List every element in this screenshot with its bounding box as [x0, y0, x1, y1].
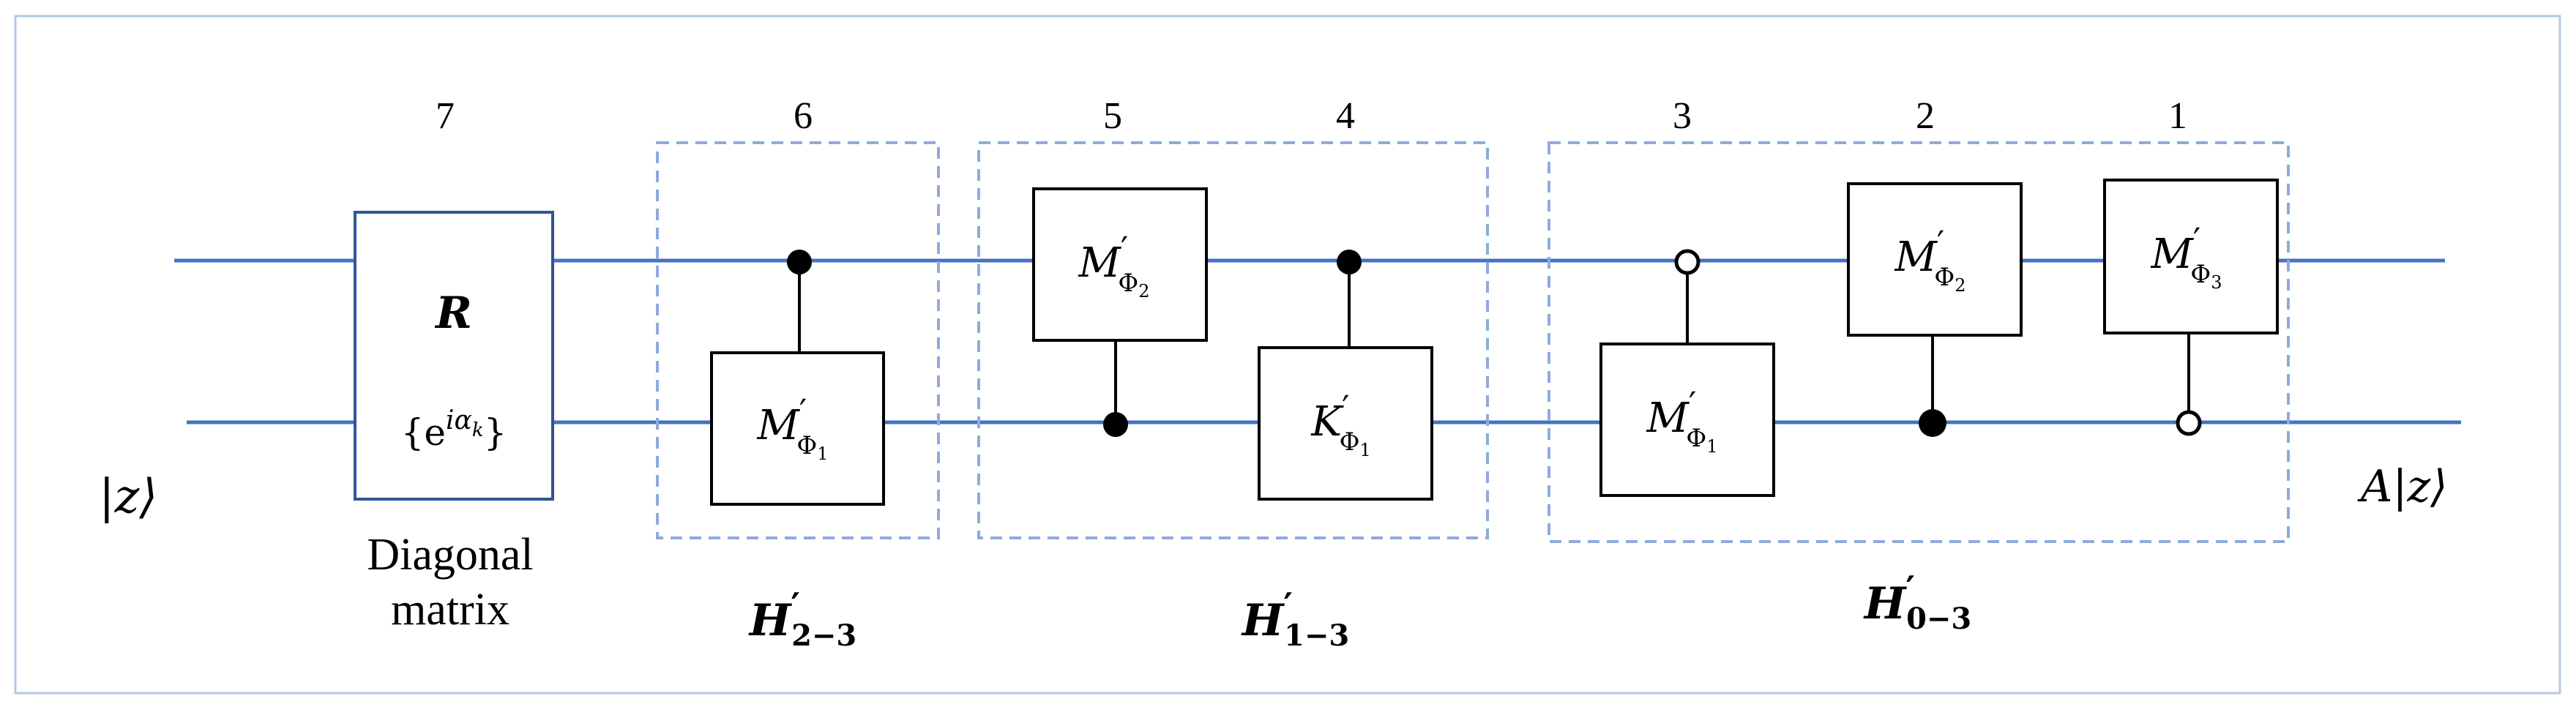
gate-label-step5: M′Φ2 [1078, 229, 1150, 302]
gate-m-phi2-step2 [1847, 182, 2023, 337]
control-dot-step4 [1337, 250, 1362, 274]
open-control-dot-step3 [1674, 249, 1700, 275]
gate-k-phi1-step4 [1258, 346, 1433, 501]
diagonal-matrix-symbol: R [434, 288, 472, 339]
output-state-label: A|z⟩ [2357, 461, 2448, 512]
gate-label-step2: M′Φ2 [1894, 223, 1966, 296]
control-dot-step6 [787, 250, 812, 274]
gate-label-step4: K′Φ1 [1310, 388, 1370, 460]
group-box-h03 [1548, 141, 2290, 543]
gate-label-step3: M′Φ1 [1646, 384, 1718, 457]
step-number-3: 3 [1673, 95, 1692, 137]
group-box-h13 [977, 141, 1489, 539]
step-number-7: 7 [436, 95, 455, 137]
input-state-label: |z⟩ [99, 470, 157, 524]
diagonal-matrix-entry: {eiαk} [401, 405, 507, 454]
control-dot-step5 [1103, 412, 1128, 437]
gate-label-step6: M′Φ1 [757, 392, 829, 464]
diagonal-caption-line1: Diagonal [367, 530, 533, 580]
group-label-h03: H′0−3 [1863, 569, 1972, 636]
group-box-h23 [656, 141, 940, 539]
gate-m-phi2-step5 [1032, 187, 1208, 342]
gate-m-phi3-step1 [2103, 179, 2279, 334]
figure-frame [14, 15, 2561, 695]
group-label-h13: H′1−3 [1241, 586, 1350, 653]
diagonal-caption-line2: matrix [391, 585, 509, 635]
step-number-4: 4 [1336, 95, 1355, 137]
open-control-dot-step1 [2176, 410, 2202, 436]
step-number-6: 6 [794, 95, 813, 137]
group-label-h23: H′2−3 [748, 586, 857, 653]
step-number-5: 5 [1103, 95, 1122, 137]
step-number-2: 2 [1916, 95, 1935, 137]
gate-m-phi1-step6 [710, 351, 885, 506]
gate-label-step1: M′Φ3 [2151, 220, 2222, 293]
step-number-1: 1 [2168, 95, 2187, 137]
diagonal-matrix-gate [354, 211, 554, 501]
gate-m-phi1-step3 [1599, 343, 1775, 497]
control-dot-step2 [1919, 409, 1946, 437]
